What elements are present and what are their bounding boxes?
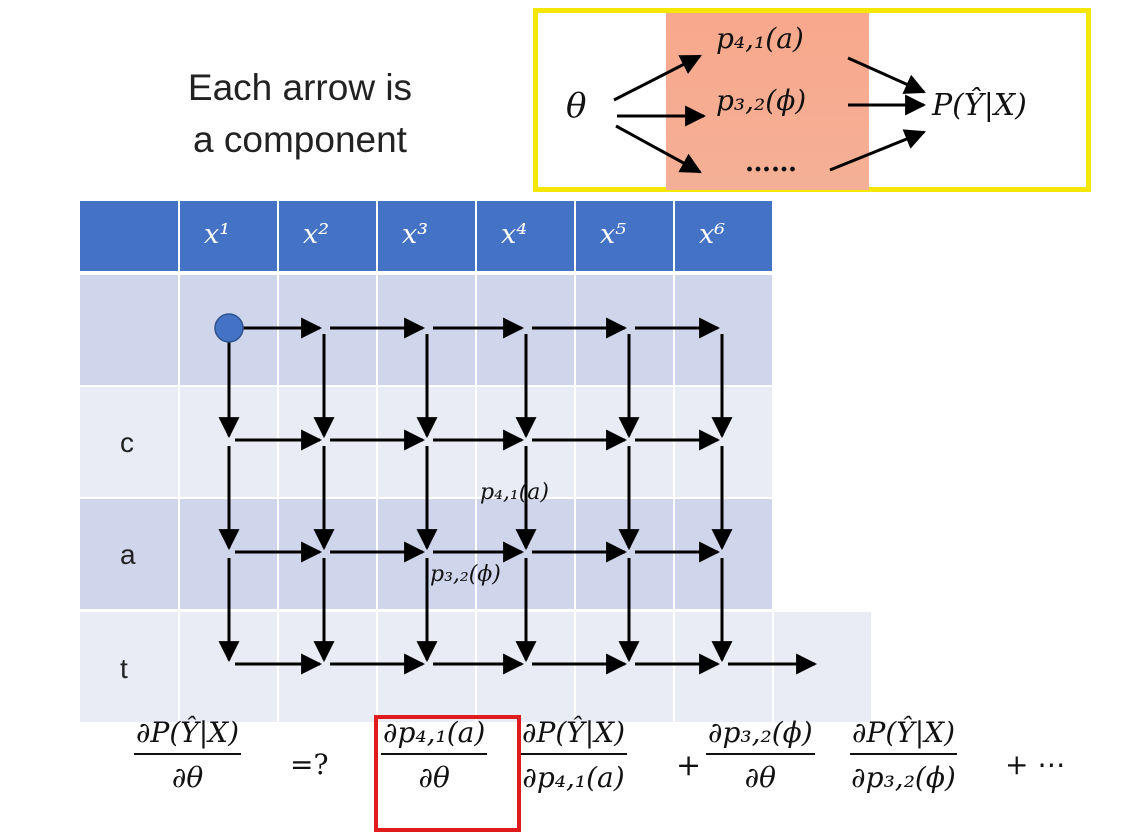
- eq-lhs: ∂P(Ŷ|X) ∂θ: [134, 716, 242, 794]
- highlight-box: [374, 715, 521, 832]
- header-x5: x⁵: [600, 219, 627, 250]
- eq-plus: +: [676, 748, 702, 783]
- column-divider: [178, 201, 180, 722]
- start-node: [214, 313, 244, 343]
- arrow-theta-more: [615, 124, 702, 174]
- eq-term3-num: ∂p₃,₂(ϕ): [706, 716, 815, 755]
- eq-term2: ∂P(Ŷ|X) ∂p₄,₁(a): [520, 716, 628, 794]
- arrow-theta-p41: [613, 54, 702, 102]
- eq-term3: ∂p₃,₂(ϕ) ∂θ: [706, 716, 815, 794]
- caption-line-1: Each arrow is: [187, 67, 413, 108]
- eq-term4-num: ∂P(Ŷ|X): [850, 716, 958, 755]
- grid-label-p32: p₃,₂(ϕ): [430, 562, 501, 587]
- eq-tail: + ⋯: [1005, 748, 1066, 781]
- eq-lhs-den: ∂θ: [171, 761, 204, 794]
- eq-term2-den: ∂p₄,₁(a): [522, 761, 625, 794]
- row-label-t: t: [120, 653, 128, 684]
- column-divider: [376, 201, 378, 722]
- header-x6: x⁶: [699, 219, 726, 250]
- path-label-p41: p₄,₁(a): [716, 22, 804, 55]
- eq-equals: =?: [290, 748, 329, 781]
- header-x4: x⁴: [501, 219, 528, 250]
- target-node: P(Ŷ|X): [932, 88, 1027, 123]
- eq-term1: ∂p₄,₁(a) ∂θ: [381, 716, 488, 794]
- grid-label-p41: p₄,₁(a): [480, 480, 549, 505]
- row-label-c: c: [120, 427, 134, 458]
- eq-term1-num: ∂p₄,₁(a): [381, 716, 488, 755]
- eq-lhs-num: ∂P(Ŷ|X): [134, 716, 242, 755]
- row-label-a: a: [120, 539, 136, 570]
- column-divider: [772, 201, 774, 722]
- column-divider: [277, 201, 279, 722]
- arrow-p41-target: [847, 56, 926, 94]
- column-divider: [574, 201, 576, 722]
- path-label-p32: p₃,₂(ϕ): [716, 84, 807, 117]
- theta-node: θ: [566, 86, 587, 126]
- column-divider: [475, 201, 477, 722]
- eq-term4: ∂P(Ŷ|X) ∂p₃,₂(ϕ): [850, 716, 958, 794]
- eq-term1-den: ∂θ: [418, 761, 450, 794]
- caption-line-2: a component: [193, 119, 407, 160]
- header-x1: x¹: [204, 219, 231, 250]
- header-row: [80, 201, 773, 271]
- column-divider: [673, 201, 675, 722]
- caption: Each arrow is a component: [150, 62, 450, 166]
- eq-term4-den: ∂p₃,₂(ϕ): [851, 761, 956, 794]
- eq-term2-num: ∂P(Ŷ|X): [520, 716, 628, 755]
- header-x3: x³: [402, 219, 429, 250]
- header-x2: x²: [303, 219, 330, 250]
- arrow-more-target: [829, 129, 926, 172]
- path-label-more: ……: [745, 148, 797, 178]
- eq-term3-den: ∂θ: [744, 761, 777, 794]
